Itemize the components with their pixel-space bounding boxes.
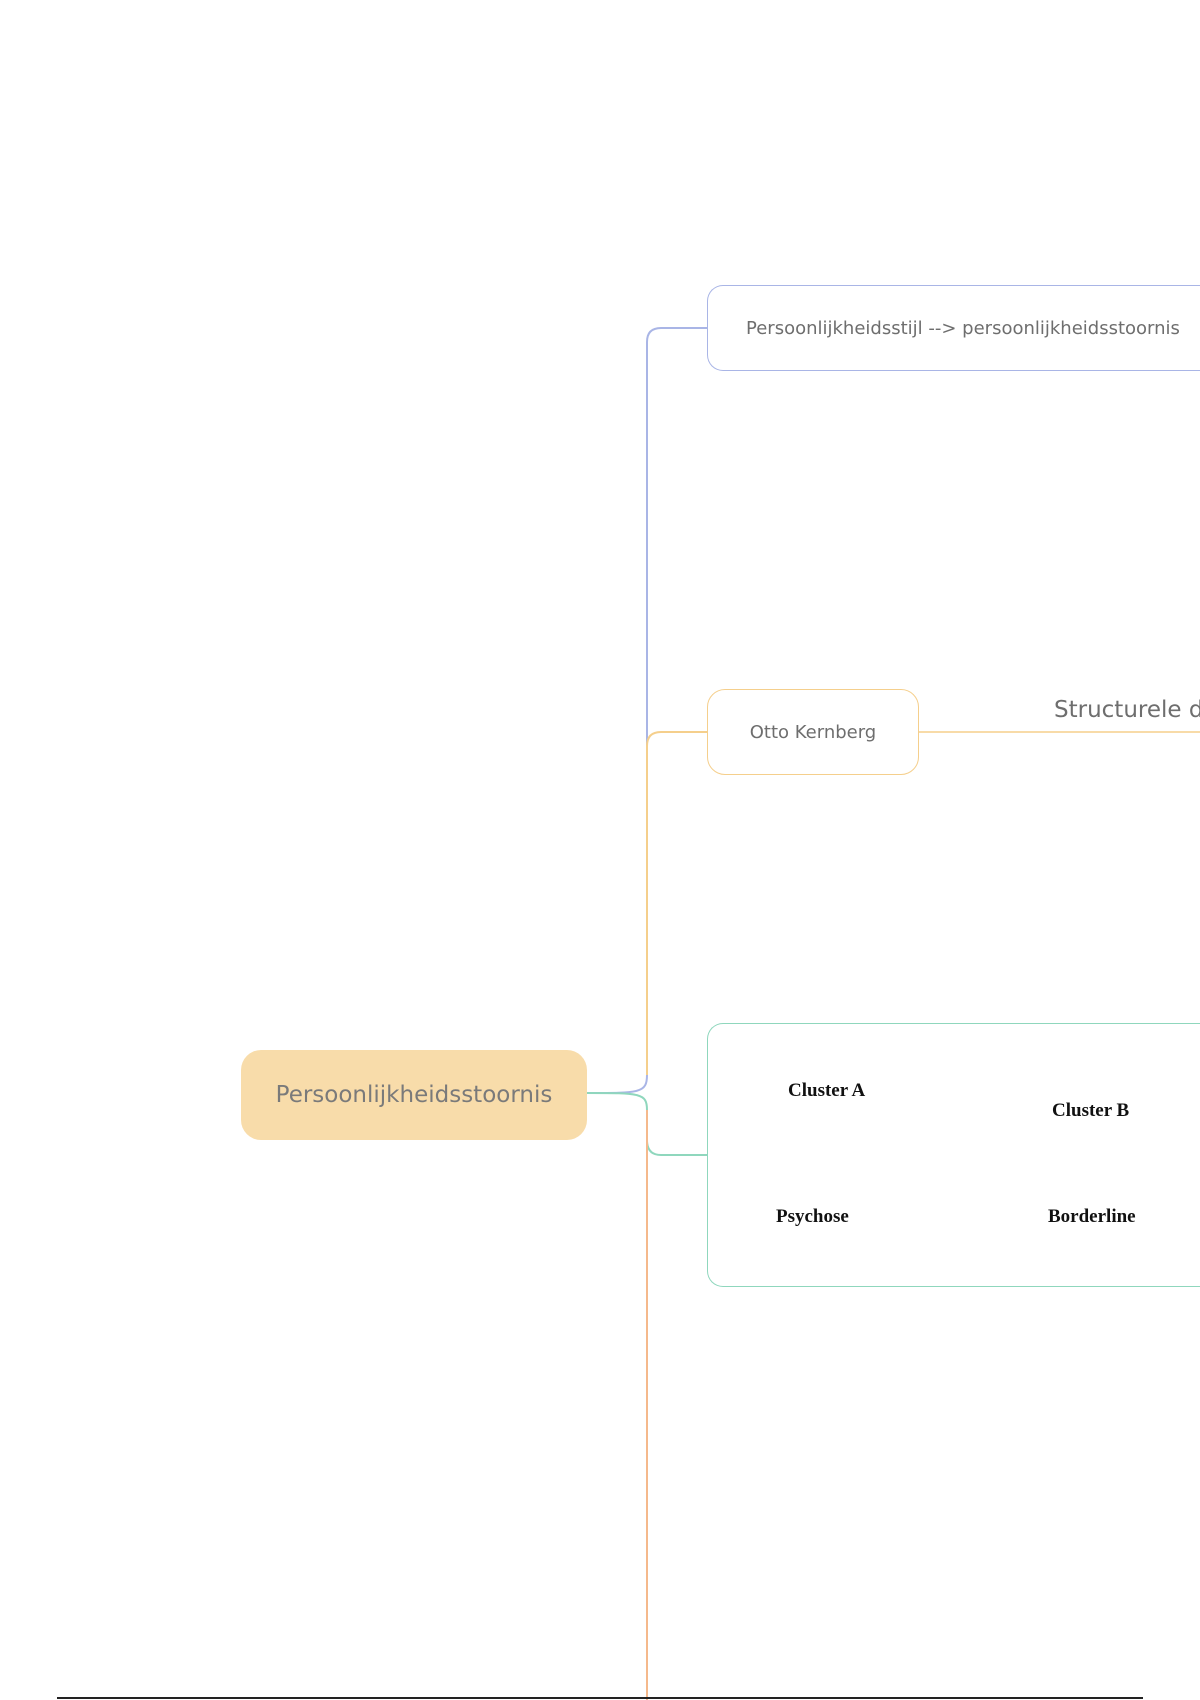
connector-otto xyxy=(646,731,707,1075)
branch-node-persoonlijkheidsstijl[interactable]: Persoonlijkheidsstijl --> persoonlijkhei… xyxy=(707,285,1200,371)
connector-top xyxy=(586,327,707,1094)
page-bottom-rule xyxy=(57,1697,1143,1699)
label-borderline: Borderline xyxy=(1048,1206,1136,1227)
root-node[interactable]: Persoonlijkheidsstoornis xyxy=(241,1050,587,1140)
branch-node-cluster-image[interactable] xyxy=(707,1023,1200,1287)
label-cluster-b: Cluster B xyxy=(1052,1100,1130,1121)
branch-node-otto-kernberg[interactable]: Otto Kernberg xyxy=(707,689,919,775)
child-label-structurele[interactable]: Structurele di xyxy=(1054,697,1200,723)
label-psychose: Psychose xyxy=(776,1206,849,1227)
label-cluster-a: Cluster A xyxy=(788,1080,866,1101)
